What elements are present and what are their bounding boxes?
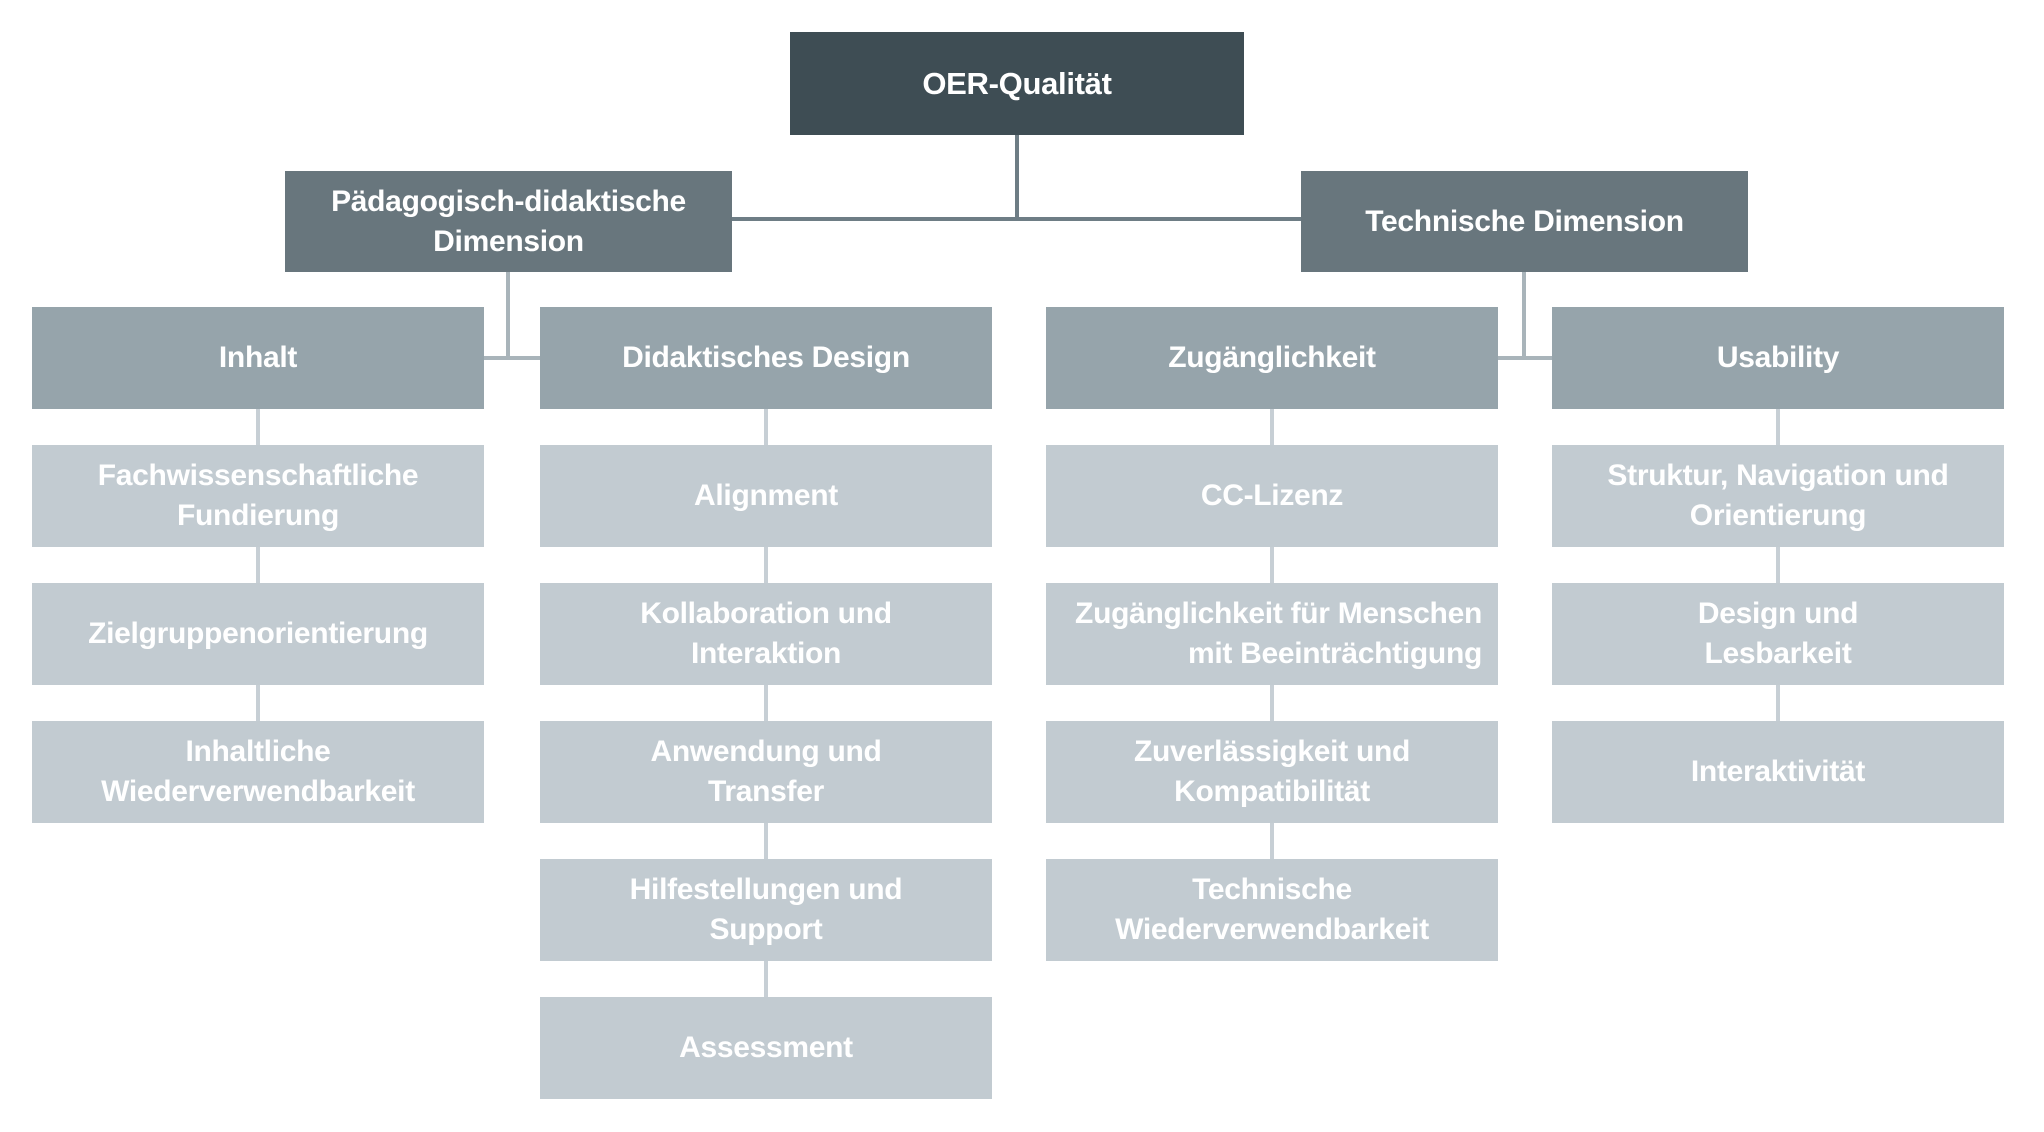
connector-col3-seg2	[1270, 547, 1274, 583]
node-item-alignment: Alignment	[540, 445, 992, 547]
connector-col2-seg2	[764, 547, 768, 583]
connector-root-vertical	[1015, 135, 1019, 221]
label-line: Alignment	[694, 479, 838, 512]
node-item-zuverlaessigkeit-und-kompatibilitaet: Zuverlässigkeit und Kompatibilität	[1046, 721, 1498, 823]
label-line: Transfer	[708, 775, 824, 808]
node-header-didaktisches-design: Didaktisches Design	[540, 307, 992, 409]
label-line: OER-Qualität	[922, 65, 1112, 101]
connector-col1-seg2	[256, 547, 260, 583]
label-line: Zielgruppenorientierung	[88, 617, 428, 650]
connector-col3-seg4	[1270, 823, 1274, 859]
node-item-technische-wiederverwendbarkeit: Technische Wiederverwendbarkeit	[1046, 859, 1498, 961]
label-line: Fachwissenschaftliche	[97, 459, 419, 492]
connector-col4-seg2	[1776, 547, 1780, 583]
connector-col2-seg3	[764, 685, 768, 721]
node-item-zielgruppenorientierung: Zielgruppenorientierung	[32, 583, 484, 685]
node-paedagogisch-didaktische-dimension: Pädagogisch-didaktische Dimension	[285, 171, 732, 272]
connector-dimension1-vertical	[506, 272, 510, 360]
connector-col2-seg4	[764, 823, 768, 859]
node-item-kollaboration-und-interaktion: Kollaboration und Interaktion	[540, 583, 992, 685]
label-line: Fundierung	[177, 499, 339, 532]
label-line: Usability	[1716, 341, 1840, 374]
label-line: Didaktisches Design	[622, 341, 910, 374]
node-technische-dimension: Technische Dimension	[1301, 171, 1748, 272]
node-item-zugaenglichkeit-fuer-menschen: Zugänglichkeit für Menschen mit Beeinträ…	[1046, 583, 1498, 685]
label-line: Inhalt	[218, 341, 298, 374]
label-line: Pädagogisch-didaktische	[331, 184, 686, 218]
node-item-interaktivitaet: Interaktivität	[1552, 721, 2004, 823]
label-line: Zugänglichkeit	[1168, 341, 1376, 374]
node-header-zugaenglichkeit: Zugänglichkeit	[1046, 307, 1498, 409]
connector-dimensions-horizontal	[732, 217, 1301, 221]
connector-col3-seg3	[1270, 685, 1274, 721]
label-line: Kollaboration und	[640, 597, 892, 630]
connector-dimension2-horizontal	[1498, 356, 1552, 360]
label-line: Dimension	[433, 224, 584, 258]
label-line: Wiederverwendbarkeit	[101, 775, 415, 808]
node-item-anwendung-und-transfer: Anwendung und Transfer	[540, 721, 992, 823]
connector-dimension1-horizontal	[484, 356, 540, 360]
node-item-struktur-navigation-orientierung: Struktur, Navigation und Orientierung	[1552, 445, 2004, 547]
label-line: Lesbarkeit	[1704, 637, 1852, 670]
connector-col2-seg5	[764, 961, 768, 997]
node-root-oer-qualitaet: OER-Qualität	[790, 32, 1244, 135]
connector-col3-seg1	[1270, 409, 1274, 445]
node-header-inhalt: Inhalt	[32, 307, 484, 409]
label-line: Assessment	[679, 1031, 853, 1064]
node-item-hilfestellungen-und-support: Hilfestellungen und Support	[540, 859, 992, 961]
label-line: Inhaltliche	[185, 735, 331, 768]
label-line: Zugänglichkeit für Menschen	[1075, 597, 1482, 630]
label-line: Design und	[1697, 597, 1859, 630]
node-item-assessment: Assessment	[540, 997, 992, 1099]
connector-col1-seg1	[256, 409, 260, 445]
label-line: mit Beeinträchtigung	[1187, 637, 1482, 670]
node-item-design-und-lesbarkeit: Design und Lesbarkeit	[1552, 583, 2004, 685]
label-line: Technische	[1192, 873, 1352, 906]
label-line: CC-Lizenz	[1200, 479, 1344, 512]
label-line: Interaktivität	[1690, 755, 1866, 788]
label-line: Interaktion	[690, 637, 842, 670]
label-line: Support	[709, 913, 823, 946]
node-item-inhaltliche-wiederverwendbarkeit: Inhaltliche Wiederverwendbarkeit	[32, 721, 484, 823]
label-line: Orientierung	[1689, 499, 1867, 532]
label-line: Struktur, Navigation und	[1607, 459, 1949, 492]
label-line: Anwendung und	[650, 735, 882, 768]
label-line: Technische Dimension	[1365, 204, 1684, 238]
connector-dimension2-vertical	[1522, 272, 1526, 360]
node-item-fachwissenschaftliche-fundierung: Fachwissenschaftliche Fundierung	[32, 445, 484, 547]
node-item-cc-lizenz: CC-Lizenz	[1046, 445, 1498, 547]
node-header-usability: Usability	[1552, 307, 2004, 409]
connector-col4-seg3	[1776, 685, 1780, 721]
label-line: Wiederverwendbarkeit	[1115, 913, 1429, 946]
connector-col4-seg1	[1776, 409, 1780, 445]
connector-col1-seg3	[256, 685, 260, 721]
label-line: Zuverlässigkeit und	[1133, 735, 1411, 768]
label-line: Kompatibilität	[1174, 775, 1370, 808]
connector-col2-seg1	[764, 409, 768, 445]
label-line: Hilfestellungen und	[629, 873, 903, 906]
